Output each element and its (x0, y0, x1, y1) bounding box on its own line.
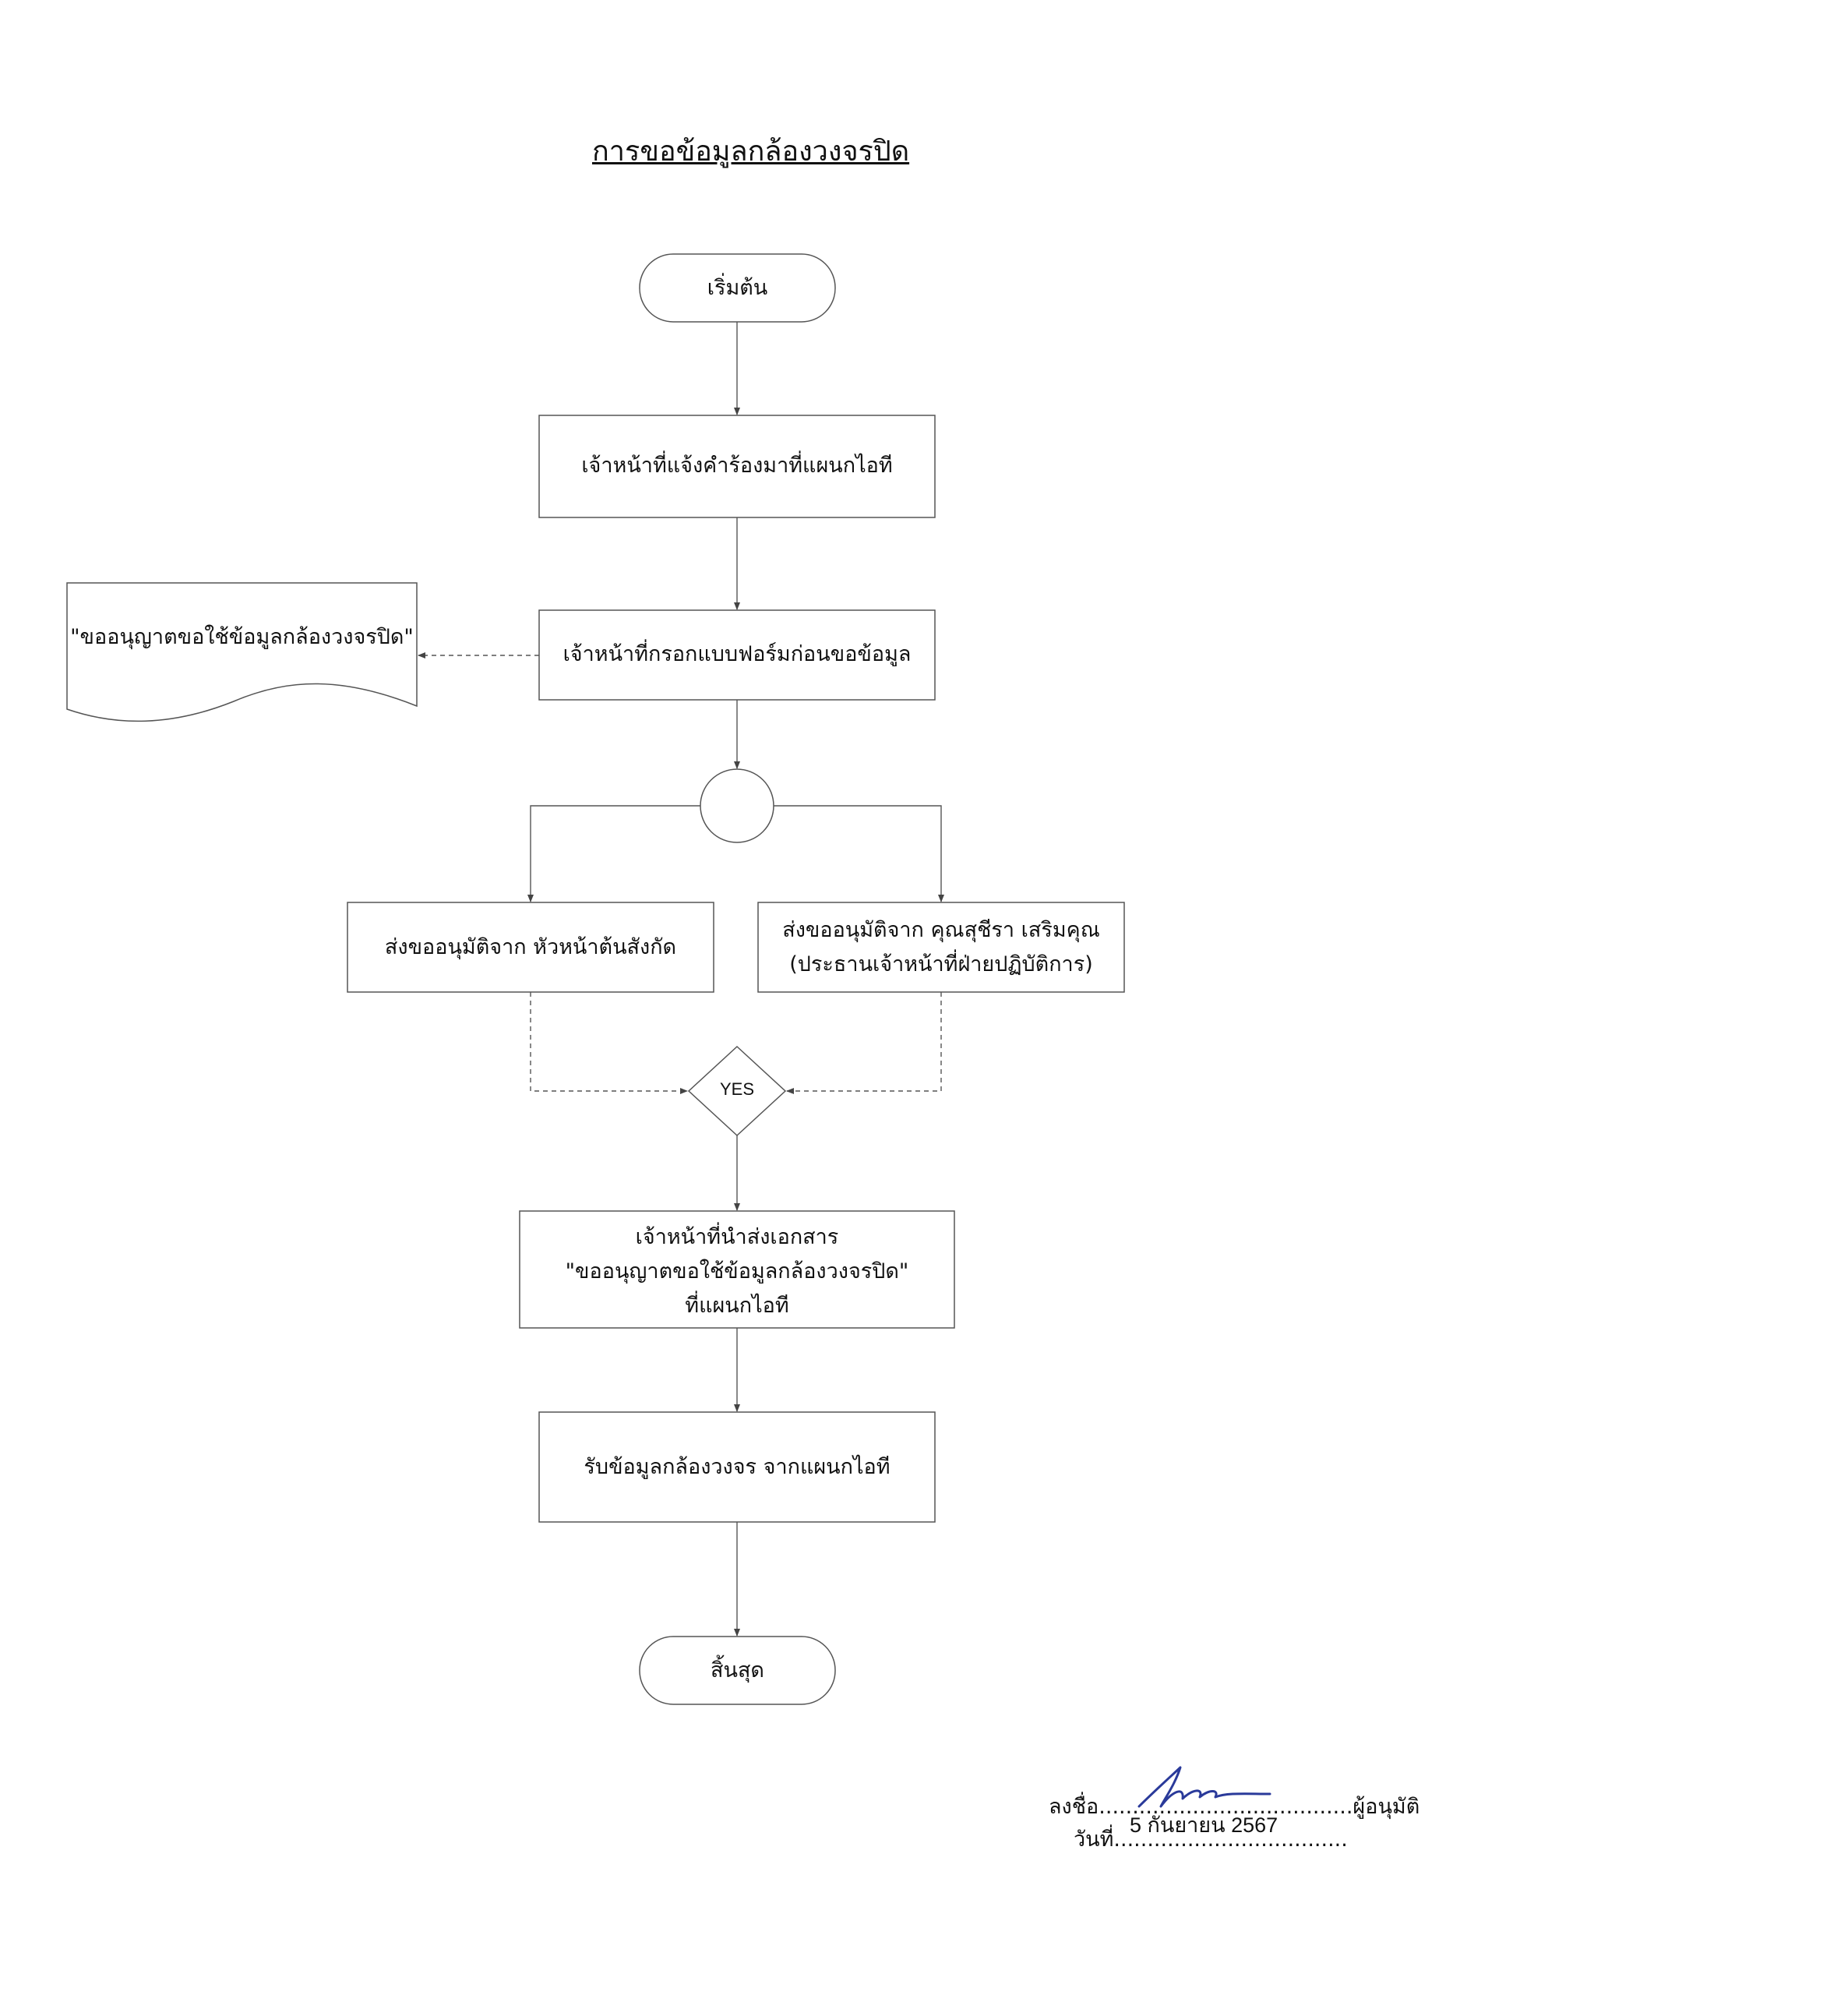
arrow-connector-right (774, 805, 944, 902)
signature-line: ลงชื่อ..................................… (1049, 1789, 1420, 1823)
step4-box (519, 1210, 955, 1329)
date-dots: ................................... (1113, 1827, 1348, 1852)
step1-box (538, 415, 936, 518)
document-shape (66, 582, 418, 722)
approve-right-label-line1: ส่งขออนุมัติจาก คุณสุชีรา เสริมคุณ (782, 918, 1100, 942)
arrow-connector-left (527, 805, 700, 902)
step1-label: เจ้าหน้าที่แจ้งคำร้องมาที่แผนกไอที (581, 454, 893, 478)
step4-label-line2: "ขออนุญาตขอใช้ข้อมูลกล้องวงจรปิด" (565, 1259, 909, 1284)
document-label: "ขออนุญาตขอใช้ข้อมูลกล้องวงจรปิด" (70, 625, 414, 649)
date-line: วันที่..................................… (1074, 1822, 1348, 1856)
step2-label: เจ้าหน้าที่กรอกแบบฟอร์มก่อนขอข้อมูล (563, 642, 912, 666)
date-label: วันที่ (1074, 1827, 1114, 1852)
decision-label: YES (719, 1079, 755, 1099)
start-label: เริ่มต้น (707, 276, 768, 300)
step5-box (538, 1411, 936, 1523)
date-value: 5 กันยายน 2567 (1130, 1813, 1278, 1837)
end-terminal (639, 1636, 836, 1705)
approver-role: ผู้อนุมัติ (1352, 1795, 1420, 1819)
approve-left-label: ส่งขออนุมัติจาก หัวหน้าต้นสังกัด (384, 935, 677, 959)
step4-label-line3: ที่แผนกไอที (685, 1294, 789, 1318)
approve-right-label-line2: (ประธานเจ้าหน้าที่ฝ่ายปฏิบัติการ) (789, 952, 1093, 976)
step5-label: รับข้อมูลกล้องวงจร จากแผนกไอที (584, 1455, 890, 1479)
page-title: การขอข้อมูลกล้องวงจรปิด (592, 136, 910, 168)
sign-dots: ...................................... (1099, 1795, 1353, 1819)
sign-label: ลงชื่อ (1049, 1795, 1099, 1819)
connector-circle (700, 768, 774, 843)
approve-left-box (347, 902, 714, 993)
approve-right-box (757, 902, 1125, 993)
step4-label-line1: เจ้าหน้าที่นำส่งเอกสาร (635, 1225, 839, 1249)
step2-box (538, 609, 936, 701)
arrow-right-decision (786, 992, 942, 1094)
arrow-left-decision (530, 992, 688, 1094)
end-label: สิ้นสุด (711, 1658, 764, 1683)
handwritten-signature (1137, 1766, 1271, 1808)
